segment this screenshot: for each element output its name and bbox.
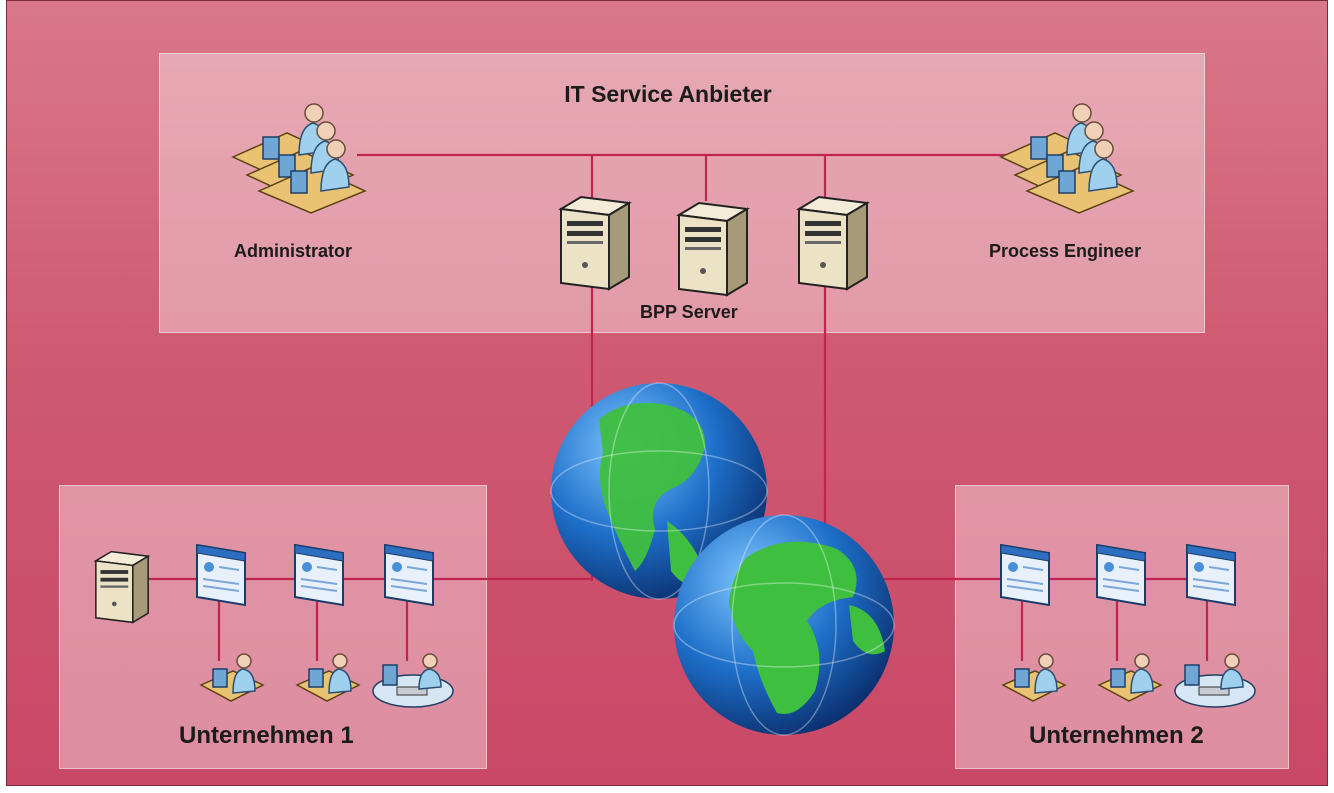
company-1-panel — [59, 485, 487, 769]
company-2-label: Unternehmen 2 — [1029, 722, 1204, 749]
administrator-workgroup-icon — [232, 103, 366, 214]
company-1-web-page-3-icon — [384, 544, 434, 606]
diagram-canvas: IT Service Anbieter Administrator Proces… — [6, 0, 1328, 786]
company-1-user-1-icon — [200, 653, 264, 702]
network-drawing — [95, 103, 1256, 736]
globe-europe-africa-icon — [673, 514, 895, 736]
company-1-user-3-icon — [372, 653, 454, 708]
bpp-server-1-icon — [560, 196, 630, 290]
process-engineer-workgroup-icon — [1000, 103, 1134, 214]
company-1-web-page-1-icon — [196, 544, 246, 606]
company-1-user-2-icon — [296, 653, 360, 702]
connection-lines — [147, 153, 1209, 661]
company-2-web-page-3-icon — [1186, 544, 1236, 606]
bpp-server-label: BPP Server — [640, 302, 738, 322]
company-2-web-page-1-icon — [1000, 544, 1050, 606]
company-2-panel — [955, 485, 1289, 769]
bpp-server-3-icon — [798, 196, 868, 290]
company-2-user-3-icon — [1174, 653, 1256, 708]
company-2-user-1-icon — [1002, 653, 1066, 702]
process-engineer-label: Process Engineer — [989, 241, 1142, 261]
company-1-label: Unternehmen 1 — [179, 722, 354, 749]
administrator-label: Administrator — [234, 241, 353, 261]
company-2-web-page-2-icon — [1096, 544, 1146, 606]
company-2-user-2-icon — [1098, 653, 1162, 702]
company-1-server-icon — [95, 550, 149, 624]
bpp-server-2-icon — [678, 202, 748, 296]
company-1-web-page-2-icon — [294, 544, 344, 606]
it-service-provider-title: IT Service Anbieter — [564, 81, 772, 107]
